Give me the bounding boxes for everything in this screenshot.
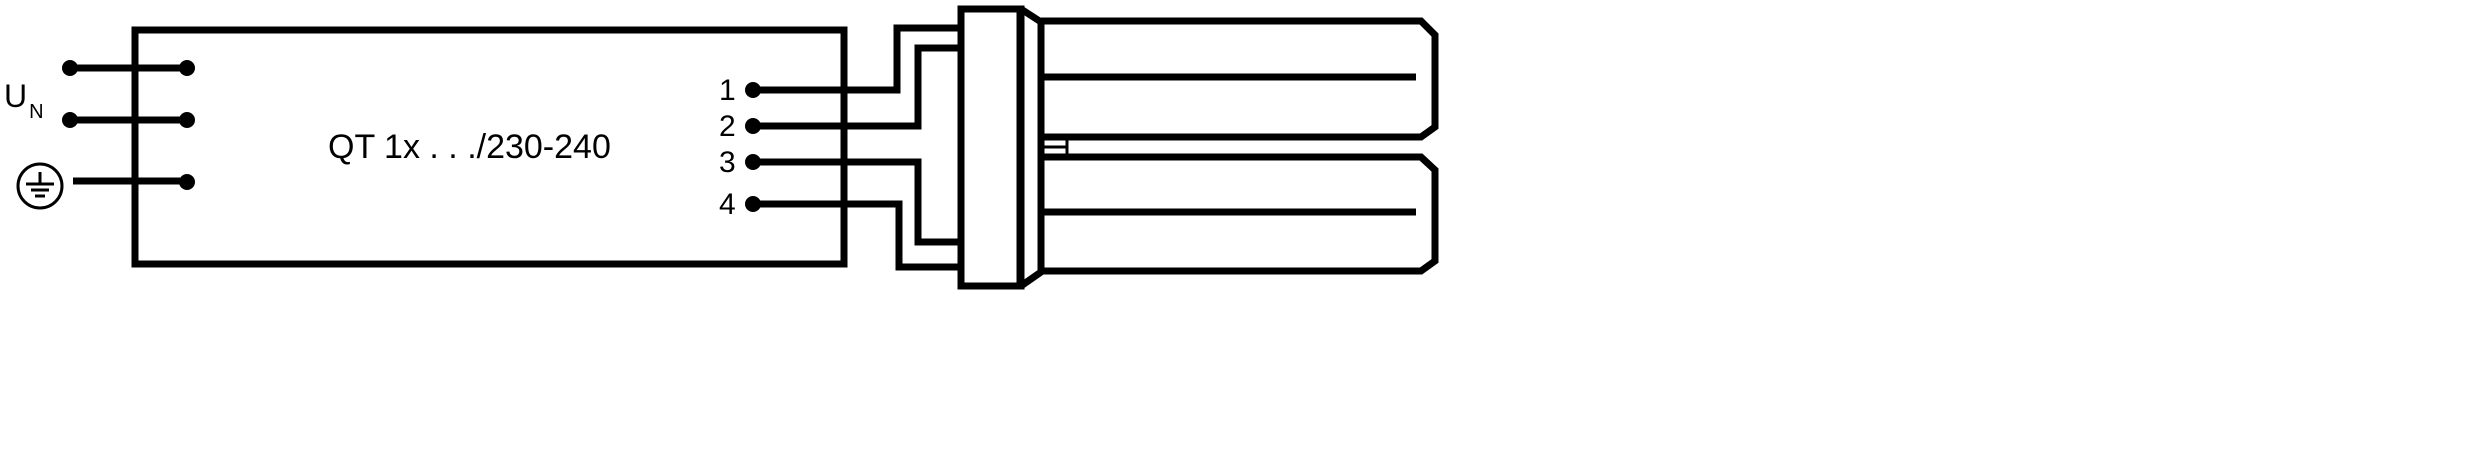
lamp-tube-lower — [1041, 153, 1439, 275]
supply-terminal-l — [62, 60, 78, 76]
earth-ground-icon — [16, 162, 64, 210]
ballast-label: QT 1x . . ./230-240 — [328, 128, 611, 166]
output-terminals: 1 2 3 4 — [719, 74, 761, 221]
pin-label-1: 1 — [719, 74, 736, 107]
voltage-sub: N — [29, 101, 43, 123]
lamp-base — [957, 5, 1045, 290]
lamp-wiring — [753, 24, 961, 271]
supply-wiring — [62, 60, 195, 190]
lamp-tube-upper — [1041, 17, 1439, 141]
ballast-terminal-1 — [179, 60, 195, 76]
pin-label-2: 2 — [719, 110, 736, 143]
voltage-main: U — [4, 78, 27, 114]
supply-terminal-n — [62, 112, 78, 128]
ballast-terminal-2 — [179, 112, 195, 128]
ballast-terminal-3 — [179, 174, 195, 190]
pin-label-4: 4 — [719, 188, 736, 221]
tube-bridge — [1043, 139, 1069, 155]
ballast-box — [131, 26, 848, 268]
pin-label-3: 3 — [719, 146, 736, 179]
